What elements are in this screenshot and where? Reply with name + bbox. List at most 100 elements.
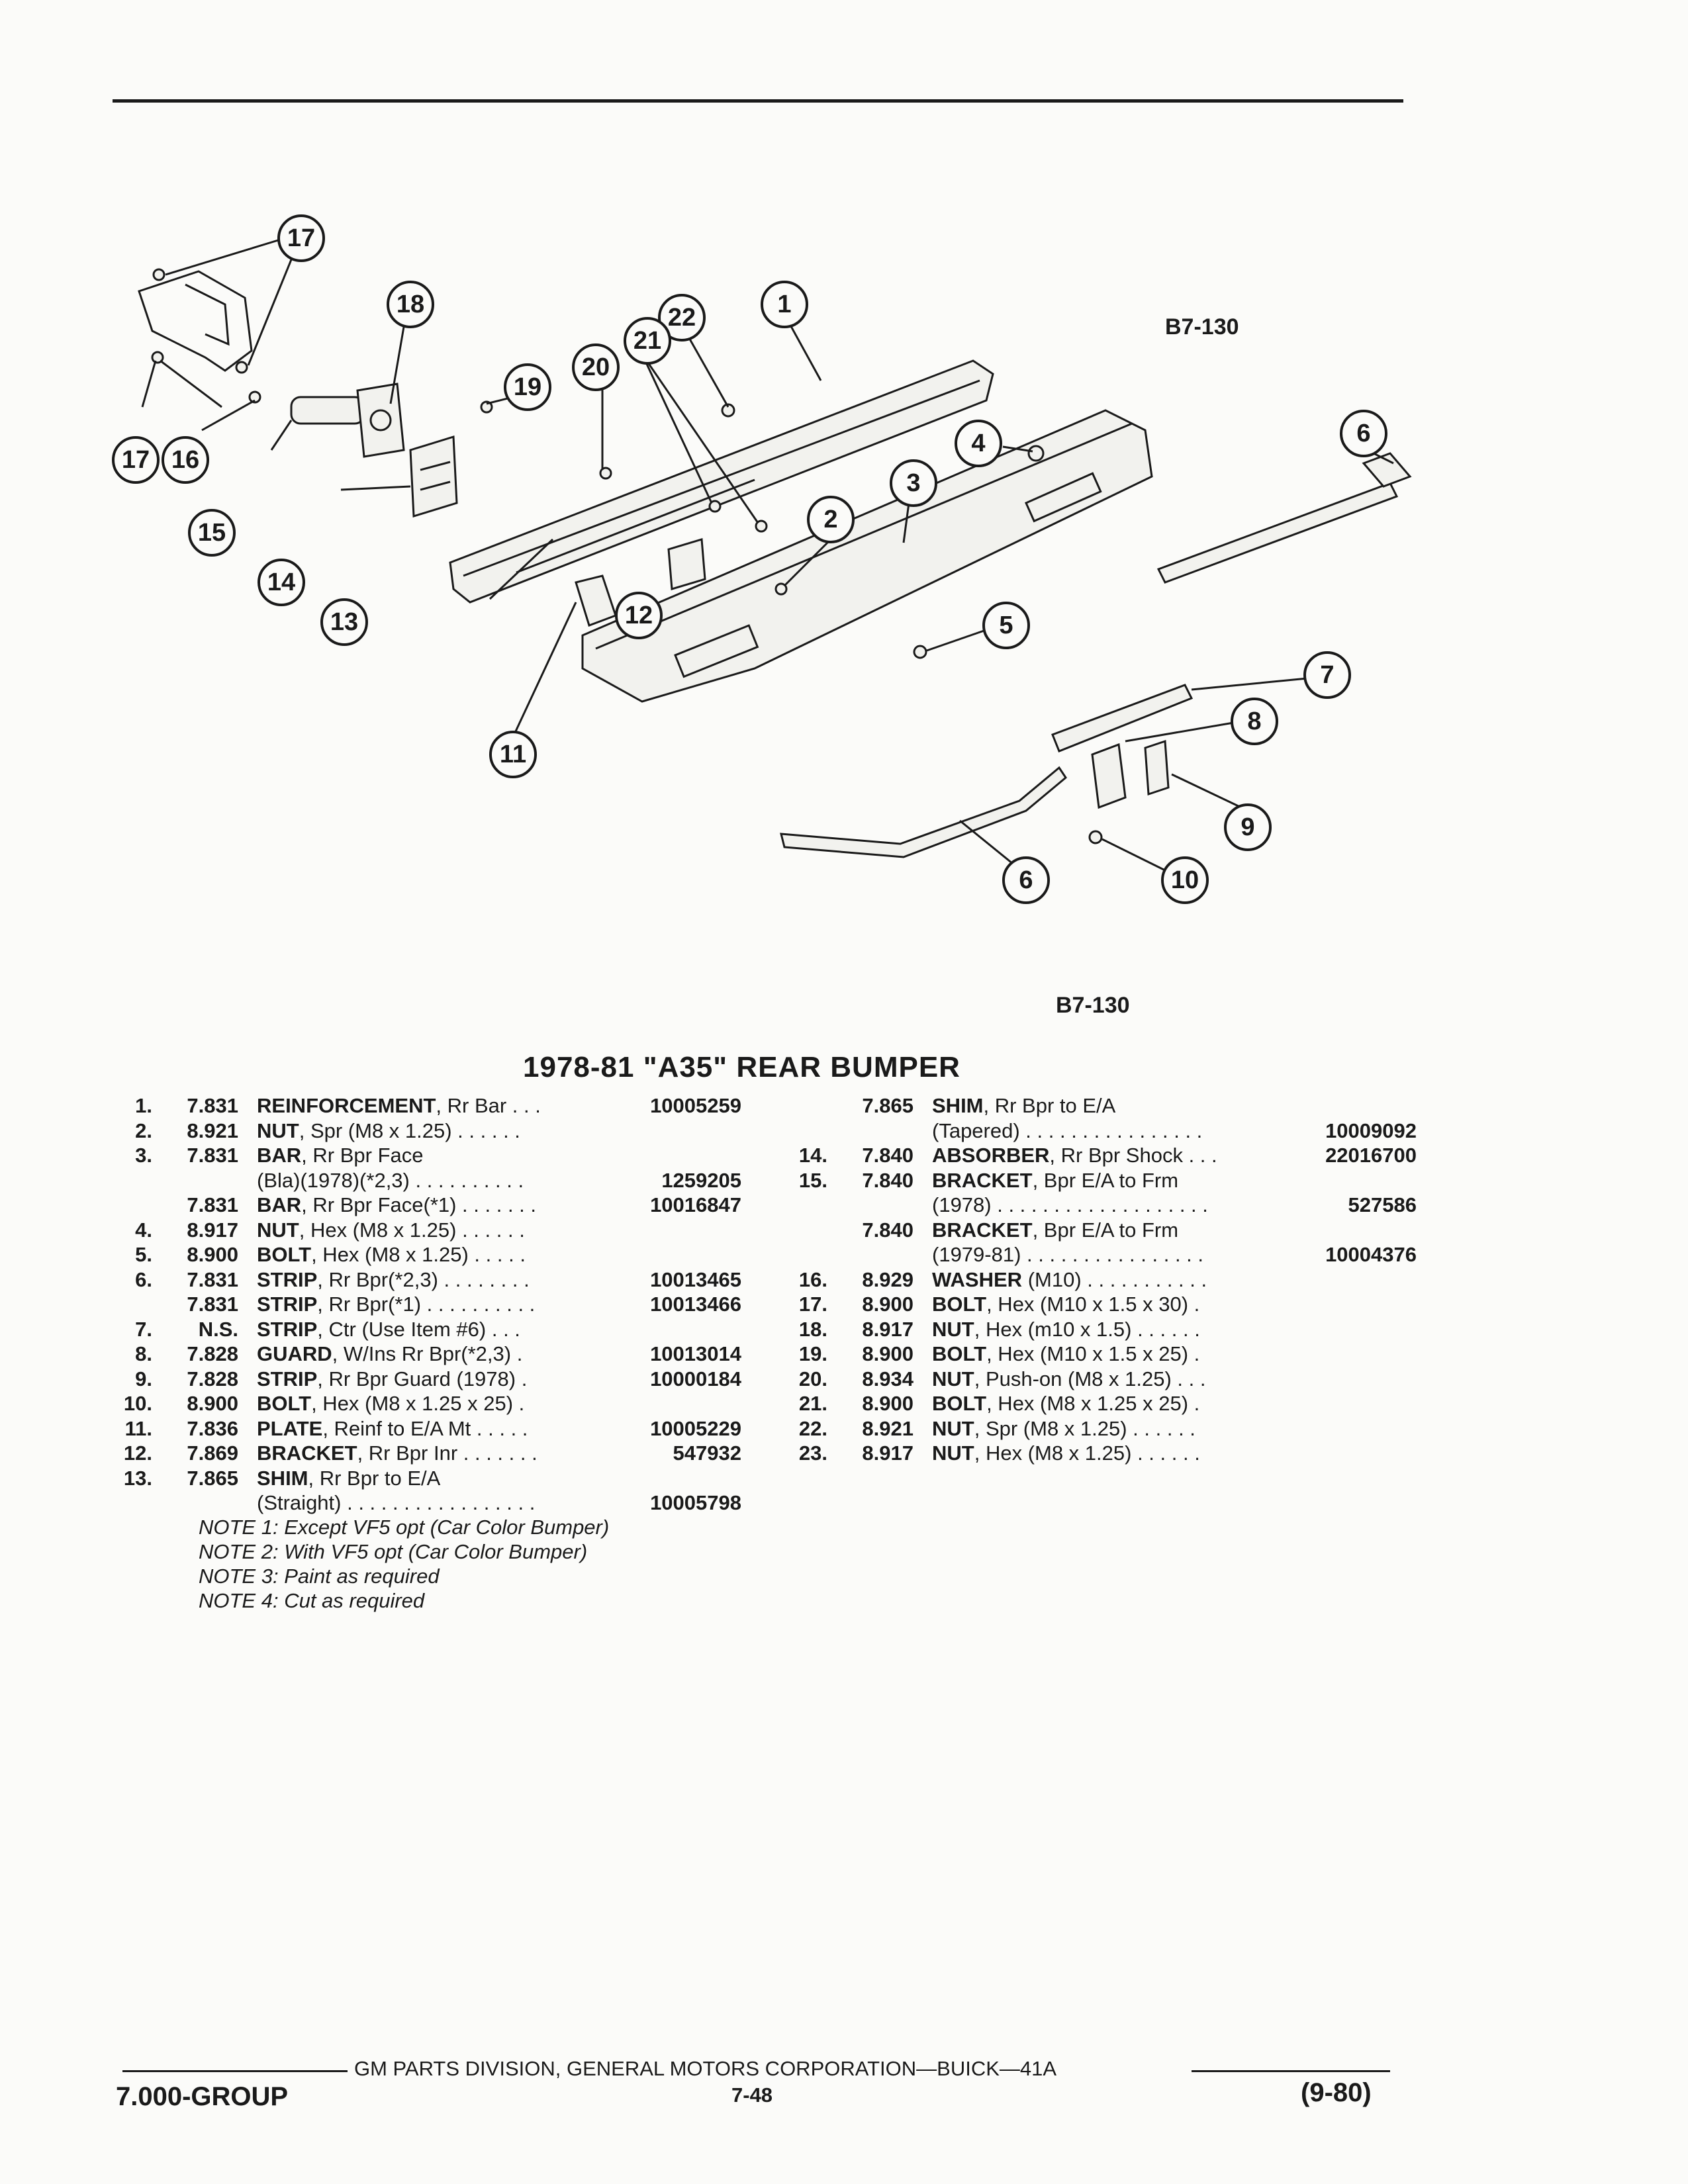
footer-group: 7.000-GROUP	[116, 2082, 289, 2111]
part-name: BAR	[257, 1193, 302, 1216]
ref-code-bottom: B7-130	[1056, 993, 1130, 1018]
callout-1: 1	[761, 281, 808, 328]
group-number: 8.921	[187, 1118, 238, 1142]
parts-row: (1979-81) . . . . . . . . . . . . . . . …	[781, 1242, 1417, 1267]
strip-right-drawing	[1156, 452, 1412, 584]
svg-text:22: 22	[668, 304, 696, 332]
part-name: STRIP	[257, 1317, 318, 1341]
part-detail: (Tapered) . . . . . . . . . . . . . . . …	[932, 1118, 1203, 1142]
part-detail: (Bla)(1978)(*2,3) . . . . . . . . . .	[257, 1168, 524, 1192]
item-number: 13.	[123, 1466, 152, 1490]
svg-text:10: 10	[1171, 866, 1199, 894]
item-number: 3.	[135, 1144, 152, 1167]
part-description: (Tapered) . . . . . . . . . . . . . . . …	[932, 1118, 1202, 1144]
part-name: NUT	[932, 1317, 974, 1341]
part-description: SHIM, Rr Bpr to E/A	[932, 1093, 1115, 1118]
group-number: N.S.	[198, 1317, 238, 1341]
item-number: 21.	[798, 1392, 827, 1415]
item-number: 5.	[135, 1243, 152, 1266]
item-number: 12.	[123, 1441, 152, 1465]
part-description: BOLT, Hex (M10 x 1.5 x 30) .	[932, 1292, 1199, 1317]
parts-row: 15. 7.840 BRACKET, Bpr E/A to Frm	[781, 1168, 1417, 1193]
part-description: NUT, Spr (M8 x 1.25) . . . . . .	[932, 1416, 1196, 1441]
part-number: 10013014	[650, 1342, 741, 1365]
part-number: 10013466	[650, 1293, 741, 1316]
svg-text:4: 4	[971, 430, 985, 457]
part-description: BRACKET, Bpr E/A to Frm	[932, 1218, 1178, 1243]
parts-row: (Straight) . . . . . . . . . . . . . . .…	[106, 1490, 741, 1516]
item-number: 17.	[798, 1293, 827, 1316]
part-description: REINFORCEMENT, Rr Bar . . .	[257, 1093, 541, 1118]
plate-drawing	[575, 574, 617, 627]
callout-7: 7	[1303, 651, 1351, 699]
part-detail: , Rr Bar . . .	[436, 1094, 541, 1117]
part-number: 527586	[1348, 1193, 1417, 1216]
svg-text:17: 17	[287, 224, 315, 252]
item-number: 9.	[135, 1367, 152, 1390]
svg-text:8: 8	[1247, 707, 1261, 735]
callout-19: 18	[387, 281, 434, 328]
part-detail: , Rr Bpr to E/A	[308, 1466, 441, 1490]
part-name: BOLT	[932, 1392, 987, 1415]
group-number: 8.917	[862, 1441, 914, 1465]
group-number: 8.934	[862, 1367, 914, 1390]
svg-text:21: 21	[633, 327, 661, 355]
part-number: 10005798	[650, 1491, 741, 1514]
part-description: STRIP, Rr Bpr(*1) . . . . . . . . . .	[257, 1292, 535, 1317]
parts-row: (Bla)(1978)(*2,3) . . . . . . . . . .125…	[106, 1168, 741, 1193]
group-number: 8.917	[862, 1317, 914, 1341]
callout-13: 13	[320, 598, 368, 646]
callout-9: 9	[1224, 803, 1272, 851]
item-number: 15.	[798, 1168, 827, 1192]
part-description: BRACKET, Bpr E/A to Frm	[932, 1168, 1178, 1193]
part-number: 10013465	[650, 1267, 741, 1291]
svg-text:17: 17	[122, 446, 150, 474]
item-number: 8.	[135, 1342, 152, 1365]
item-number: 23.	[798, 1441, 827, 1465]
svg-text:1: 1	[777, 291, 791, 318]
part-description: (Bla)(1978)(*2,3) . . . . . . . . . .	[257, 1168, 524, 1193]
part-description: (1979-81) . . . . . . . . . . . . . . . …	[932, 1242, 1203, 1267]
item-number: 19.	[798, 1342, 827, 1365]
callout-16: 16	[162, 436, 209, 484]
group-number: 8.900	[862, 1342, 914, 1365]
top-rule	[113, 99, 1403, 103]
footer-rule-left	[122, 2070, 348, 2072]
group-number: 7.831	[187, 1144, 238, 1167]
parts-row: 7.N.S.STRIP, Ctr (Use Item #6) . . .	[106, 1317, 741, 1342]
diagram-svg: 17 18 22 1 21 20 19 4 3 2 6 5 7 8 9 10 6…	[112, 214, 1412, 904]
part-number: 22016700	[1325, 1144, 1417, 1167]
part-detail: , W/Ins Rr Bpr(*2,3) .	[332, 1342, 523, 1365]
part-detail: (M10) . . . . . . . . . . .	[1022, 1267, 1207, 1291]
callout-20: 19	[504, 363, 551, 411]
group-number: 7.840	[862, 1168, 914, 1192]
part-number: 10016847	[650, 1193, 741, 1216]
callout-14: 14	[258, 559, 305, 606]
item-number: 18.	[798, 1317, 827, 1341]
svg-text:19: 19	[514, 373, 541, 401]
callout-3: 3	[890, 459, 937, 507]
inner-bracket-drawing	[667, 538, 706, 590]
part-number: 10009092	[1325, 1118, 1417, 1142]
part-detail: , Rr Bpr Shock . . .	[1049, 1144, 1217, 1167]
callout-4: 4	[955, 420, 1002, 467]
part-name: NUT	[932, 1367, 974, 1390]
part-detail: , Rr Bpr(*2,3) . . . . . . . .	[317, 1267, 530, 1291]
callout-15: 15	[188, 509, 236, 557]
group-number: 7.828	[187, 1342, 238, 1365]
part-name: NUT	[932, 1416, 974, 1440]
item-number: 16.	[798, 1267, 827, 1291]
part-detail: , Hex (M8 x 1.25) . . . . . .	[299, 1218, 525, 1242]
part-number: 10000184	[650, 1367, 741, 1390]
callout-6-bottom: 6	[1002, 856, 1050, 904]
part-description: NUT, Spr (M8 x 1.25) . . . . . .	[257, 1118, 520, 1144]
group-number: 8.900	[187, 1392, 238, 1415]
callout-2: 2	[807, 496, 855, 543]
item-number: 14.	[798, 1144, 827, 1167]
